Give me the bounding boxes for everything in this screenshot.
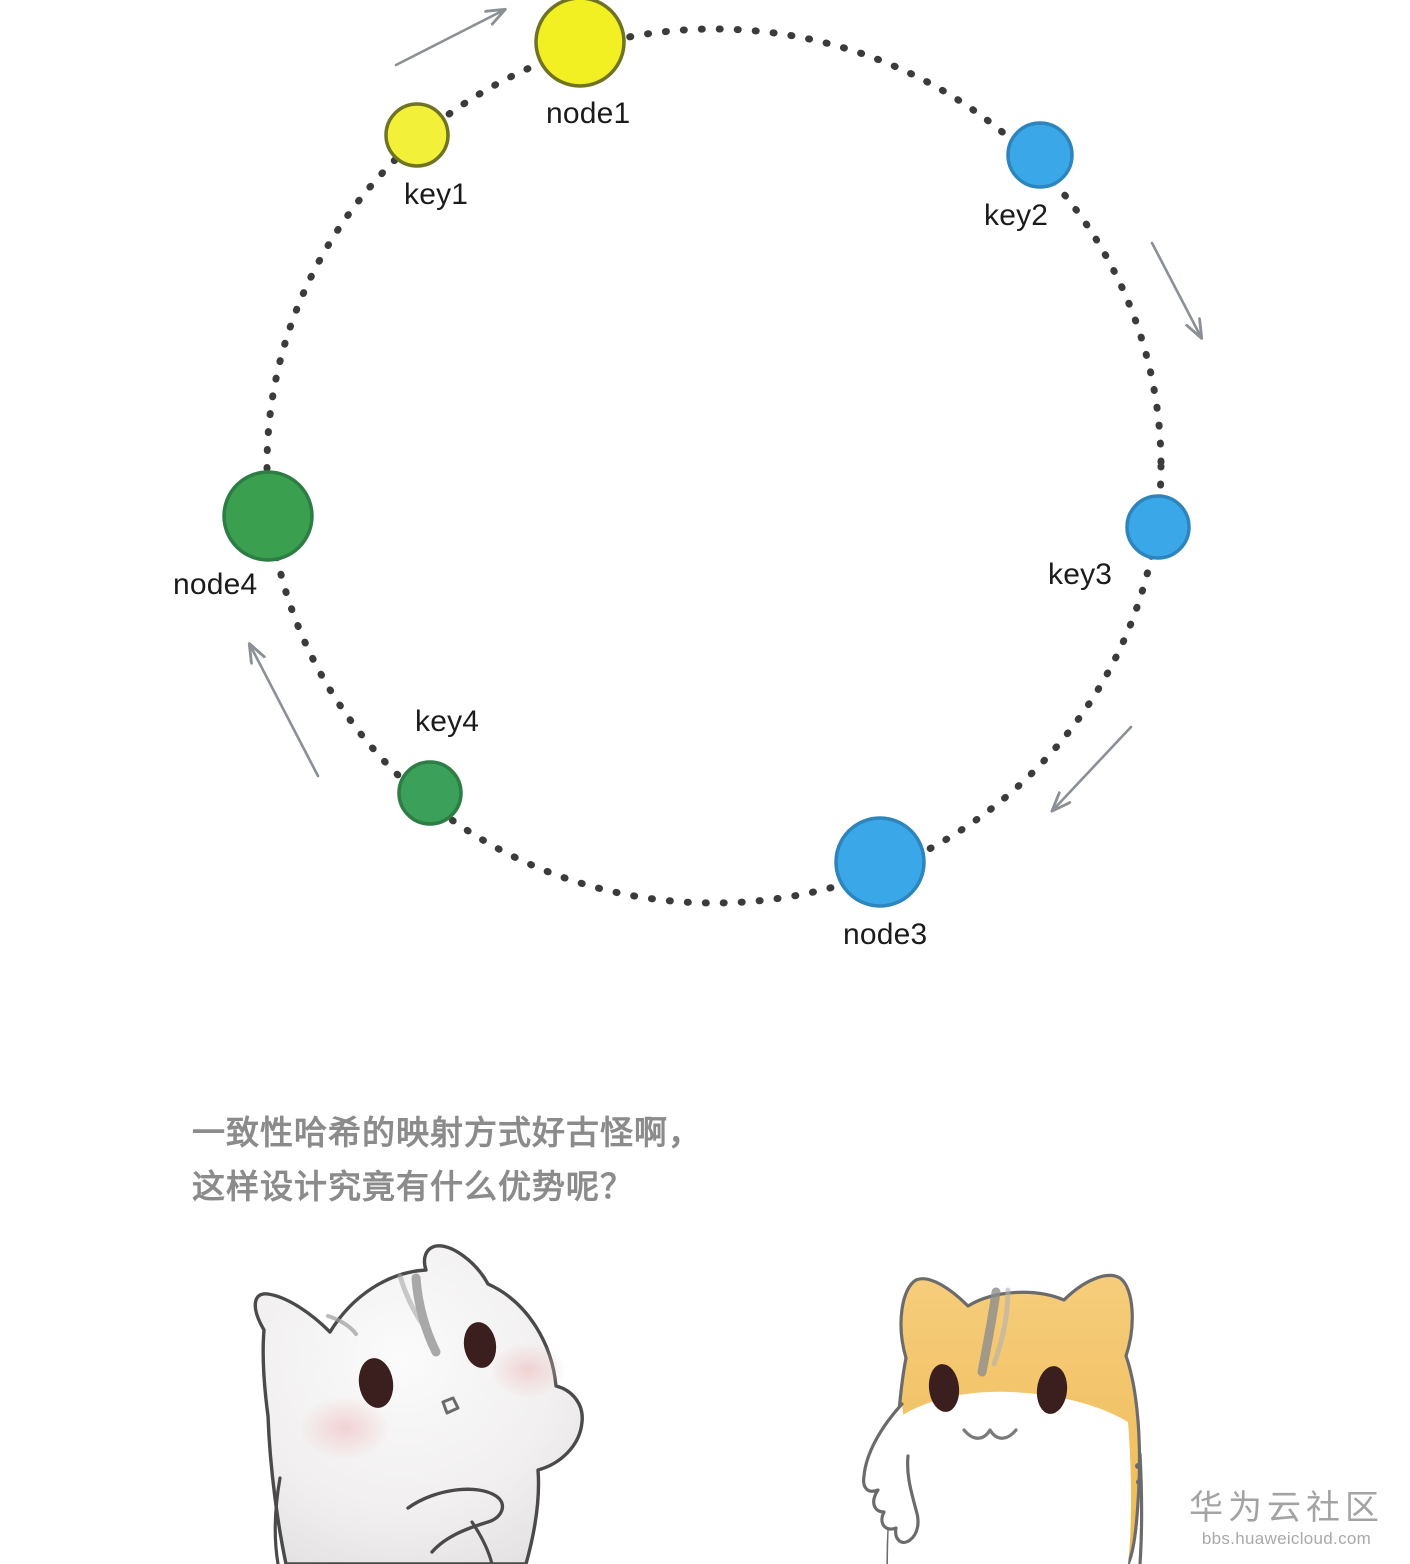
watermark: 华为云社区 bbs.huaweicloud.com bbox=[1189, 1488, 1384, 1550]
label-node3: node3 bbox=[843, 918, 928, 951]
rotation-arrows bbox=[250, 10, 1201, 810]
hamster-grey-eye-left bbox=[358, 1358, 394, 1408]
arrow-top-left bbox=[394, 10, 504, 67]
hamster-grey-stripe bbox=[411, 1273, 441, 1357]
hamster-orange-stripe-2 bbox=[991, 1287, 1011, 1367]
hamster-orange-dot-1 bbox=[1135, 1463, 1141, 1469]
hamster-orange-body-right bbox=[1138, 1452, 1144, 1564]
label-node4: node4 bbox=[173, 568, 258, 601]
hamster-orange-dot-2 bbox=[1136, 1479, 1142, 1485]
caption-text: 一致性哈希的映射方式好古怪啊， 这样设计究竟有什么优势呢？ bbox=[192, 1106, 892, 1214]
label-key4: key4 bbox=[415, 705, 480, 738]
ring-marker-node3[interactable] bbox=[834, 816, 926, 908]
ring-svg bbox=[222, 0, 1410, 908]
ring-markers bbox=[222, 0, 1191, 908]
ring-marker-key1[interactable] bbox=[384, 102, 450, 168]
hamster-grey-eye-right bbox=[463, 1322, 497, 1368]
hash-ring-circle bbox=[263, 25, 1165, 907]
hamster-orange-icon bbox=[862, 1273, 1144, 1564]
hamster-orange-belly bbox=[888, 1391, 1131, 1564]
hamster-orange-paw bbox=[862, 1402, 920, 1544]
ring-marker-key4[interactable] bbox=[397, 760, 463, 826]
hamster-orange-eye-left bbox=[928, 1364, 960, 1412]
label-node1: node1 bbox=[546, 97, 631, 130]
hamster-orange-eye-right bbox=[1036, 1366, 1068, 1414]
label-key3: key3 bbox=[1048, 558, 1113, 591]
watermark-brand: 华为云社区 bbox=[1189, 1488, 1384, 1528]
arrow-left-lower bbox=[250, 645, 320, 778]
mascot-row bbox=[0, 1240, 1410, 1564]
caption-line-1: 一致性哈希的映射方式好古怪啊， bbox=[192, 1113, 702, 1152]
hamster-grey-blush-left bbox=[299, 1396, 391, 1460]
arrow-right-lower bbox=[1053, 725, 1133, 810]
ring-marker-key3[interactable] bbox=[1125, 494, 1191, 560]
ring-marker-node1[interactable] bbox=[534, 0, 626, 88]
arrow-right-upper bbox=[1150, 241, 1201, 337]
consistent-hashing-ring-diagram: node1 key1 key2 key3 node3 key4 node4 bbox=[173, 0, 1410, 951]
ring-marker-node4[interactable] bbox=[222, 470, 314, 562]
hamster-orange-mouth bbox=[962, 1428, 1018, 1440]
watermark-url: bbs.huaweicloud.com bbox=[1201, 1529, 1372, 1548]
hamster-grey-stripe-2 bbox=[397, 1273, 431, 1335]
ring-marker-key2[interactable] bbox=[1006, 121, 1074, 189]
hamster-orange-stripe bbox=[977, 1287, 1001, 1377]
hamster-grey-brow bbox=[326, 1314, 358, 1336]
hamster-grey-blush-right bbox=[490, 1342, 566, 1398]
hamster-grey-body-left bbox=[273, 1476, 282, 1564]
hamster-grey-nose bbox=[441, 1396, 460, 1415]
hamster-grey-paw bbox=[406, 1487, 505, 1554]
label-key1: key1 bbox=[404, 178, 469, 211]
caption-line-2: 这样设计究竟有什么优势呢？ bbox=[192, 1167, 634, 1206]
hamster-grey-paw-line bbox=[470, 1520, 494, 1564]
hamster-grey-icon bbox=[253, 1244, 584, 1564]
label-key2: key2 bbox=[984, 199, 1049, 232]
